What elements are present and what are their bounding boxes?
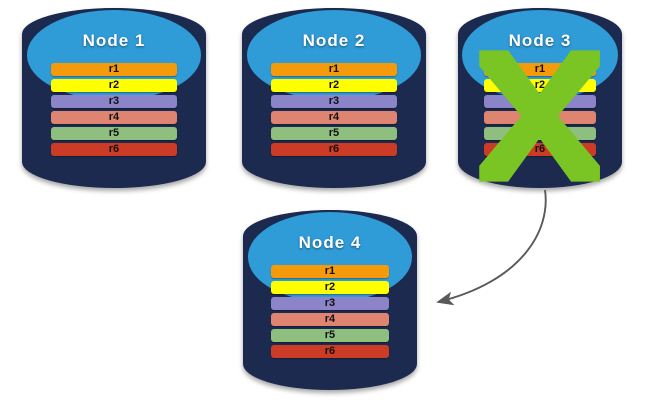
row-bar: r5 xyxy=(484,127,596,140)
row-bar: r6 xyxy=(271,143,397,156)
row-stack: r1 r2 r3 r4 r5 r6 xyxy=(484,63,596,156)
row-bar: r3 xyxy=(270,297,390,310)
row-bar: r3 xyxy=(484,95,596,108)
row-bar: r3 xyxy=(51,95,177,108)
row-stack: r1 r2 r3 r4 r5 r6 xyxy=(51,63,177,156)
row-stack: r1 r2 r3 r4 r5 r6 xyxy=(270,265,390,358)
row-bar: r5 xyxy=(270,329,390,342)
row-bar: r5 xyxy=(51,127,177,140)
row-bar: r1 xyxy=(271,63,397,76)
row-bar: r4 xyxy=(271,111,397,124)
row-bar: r6 xyxy=(270,345,390,358)
row-bar: r4 xyxy=(270,313,390,326)
row-bar: r2 xyxy=(484,79,596,92)
row-bar: r2 xyxy=(51,79,177,92)
row-bar: r2 xyxy=(271,79,397,92)
row-stack: r1 r2 r3 r4 r5 r6 xyxy=(271,63,397,156)
row-bar: r6 xyxy=(51,143,177,156)
row-bar: r5 xyxy=(271,127,397,140)
row-bar: r3 xyxy=(271,95,397,108)
row-bar: r1 xyxy=(270,265,390,278)
row-bar: r4 xyxy=(484,111,596,124)
row-bar: r1 xyxy=(51,63,177,76)
row-bar: r2 xyxy=(270,281,390,294)
row-bar: r4 xyxy=(51,111,177,124)
row-bar: r6 xyxy=(484,143,596,156)
row-bar: r1 xyxy=(484,63,596,76)
